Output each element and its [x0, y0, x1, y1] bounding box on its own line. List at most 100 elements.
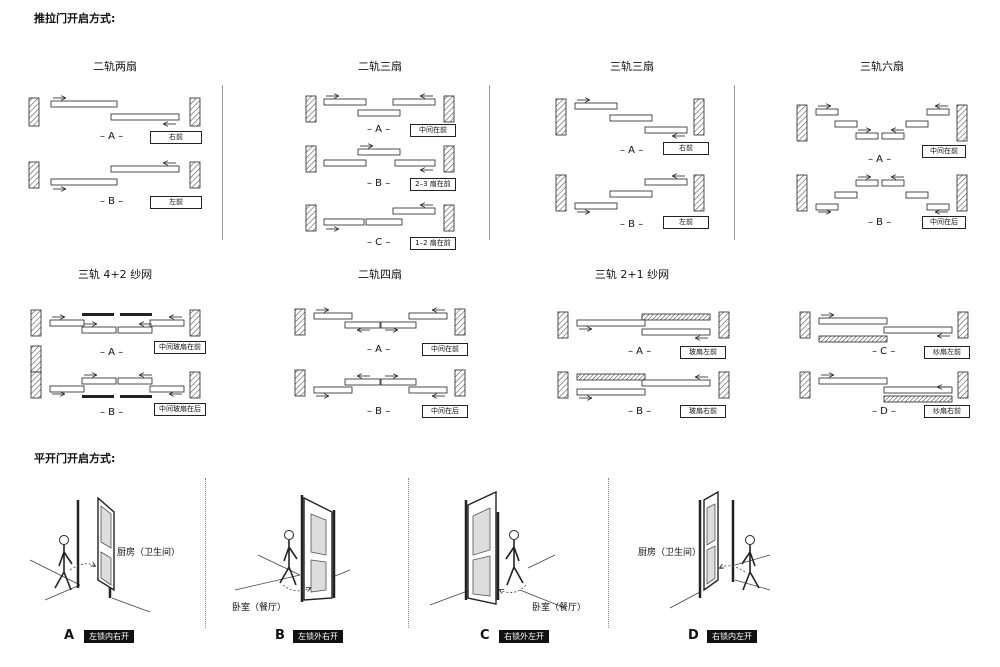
divider — [489, 85, 490, 240]
variant-tag: 纱扇右前 — [924, 405, 970, 418]
wall-hatch-icon — [454, 369, 466, 397]
variant-letter: – A – — [367, 344, 391, 355]
variant-letter: – A – — [100, 131, 124, 142]
sliding-panel — [50, 100, 118, 108]
wall-hatch-icon — [796, 104, 808, 142]
sliding-panel — [574, 202, 618, 210]
door-tag: 右锁内左开 — [707, 630, 757, 643]
wall-hatch-icon — [957, 371, 969, 399]
diagram-title-d6: 二轨四扇 — [358, 268, 402, 281]
sliding-panel — [408, 312, 448, 320]
sliding-panel — [149, 319, 185, 327]
sliding-panel — [883, 326, 953, 334]
floor-line — [257, 554, 301, 576]
wall-hatch-icon — [956, 174, 968, 212]
room-label: 厨房（卫生间） — [638, 548, 702, 558]
wall-hatch-icon — [305, 95, 317, 123]
sliding-panel — [357, 109, 401, 117]
door-tag: 左锁外右开 — [293, 630, 343, 643]
variant-letter: – B – — [628, 406, 652, 417]
divider — [205, 478, 206, 628]
wall-hatch-icon — [294, 308, 306, 336]
variant-tag: 右前 — [663, 142, 709, 155]
diagram-title-d7: 三轨 2+1 纱网 — [594, 268, 670, 281]
sliding-panel — [855, 179, 879, 187]
wall-hatch-icon — [189, 161, 201, 189]
sliding-panel — [818, 377, 888, 385]
sliding-panel — [110, 165, 180, 173]
variant-letter: – B – — [367, 178, 391, 189]
variant-tag: 1–2 扇在前 — [410, 237, 456, 250]
variant-tag: 右前 — [150, 131, 202, 144]
sliding-panel — [81, 326, 117, 334]
door-panel — [472, 555, 491, 597]
sliding-panel — [50, 178, 118, 186]
sliding-panel — [380, 378, 417, 386]
swing-arrow-icon — [69, 564, 95, 571]
swing-arrow-icon — [720, 566, 746, 573]
screen-panel — [883, 395, 953, 403]
sliding-panel — [855, 132, 879, 140]
variant-tag: 玻扇左前 — [680, 346, 726, 359]
variant-letter: – B – — [620, 219, 644, 230]
sliding-panel — [576, 319, 646, 327]
sliding-panel — [815, 108, 839, 116]
wall-hatch-icon — [718, 371, 730, 399]
sliding-panel — [609, 190, 653, 198]
sliding-panel — [49, 319, 85, 327]
wall-hatch-icon — [30, 371, 42, 399]
wall-hatch-icon — [557, 311, 569, 339]
screen-panel — [82, 395, 114, 398]
sliding-panel — [834, 191, 858, 199]
sliding-section-title: 推拉门开启方式: — [34, 12, 116, 25]
sliding-panel — [110, 113, 180, 121]
wall-hatch-icon — [693, 98, 705, 136]
variant-tag: 中间在后 — [422, 405, 468, 418]
door-panel — [706, 503, 716, 546]
diagram-title-d2: 二轨三扇 — [358, 60, 402, 73]
door-letter: C — [480, 628, 490, 643]
person-icon — [279, 540, 298, 586]
sliding-panel — [644, 178, 688, 186]
wall-hatch-icon — [693, 174, 705, 212]
variant-letter: – B – — [868, 217, 892, 228]
floor-line — [111, 597, 151, 613]
sliding-panel — [81, 377, 117, 385]
screen-panel — [818, 335, 888, 343]
door-panel — [310, 559, 327, 593]
sliding-panel — [49, 385, 85, 393]
variant-tag: 纱扇左前 — [924, 346, 970, 359]
wall-hatch-icon — [718, 311, 730, 339]
person-icon — [741, 545, 760, 591]
sliding-diagrams — [28, 0, 969, 403]
hinged-section-title: 平开门开启方式: — [34, 452, 116, 465]
sliding-panel — [323, 218, 365, 226]
wall-hatch-icon — [443, 95, 455, 123]
variant-letter: – A – — [868, 154, 892, 165]
variant-letter: – C – — [367, 237, 391, 248]
floor-line — [527, 554, 556, 569]
screen-panel — [120, 395, 152, 398]
wall-hatch-icon — [956, 104, 968, 142]
wall-hatch-icon — [799, 311, 811, 339]
divider — [408, 478, 409, 628]
floor-line — [734, 579, 771, 591]
sliding-panel — [323, 98, 367, 106]
person-icon — [59, 535, 69, 545]
wall-hatch-icon — [189, 371, 201, 399]
sliding-panel — [149, 385, 185, 393]
variant-tag: 中间在前 — [410, 124, 456, 137]
wall-hatch-icon — [28, 97, 40, 127]
screen-panel — [641, 313, 711, 321]
door-panel — [310, 513, 327, 556]
sliding-panel — [117, 326, 153, 334]
sliding-panel — [881, 132, 905, 140]
sliding-panel — [365, 218, 403, 226]
person-icon — [284, 530, 294, 540]
sliding-panel — [883, 386, 953, 394]
variant-letter: – A – — [628, 346, 652, 357]
sliding-panel — [644, 126, 688, 134]
sliding-panel — [117, 377, 153, 385]
diagram-title-d1: 二轨两扇 — [93, 60, 137, 73]
